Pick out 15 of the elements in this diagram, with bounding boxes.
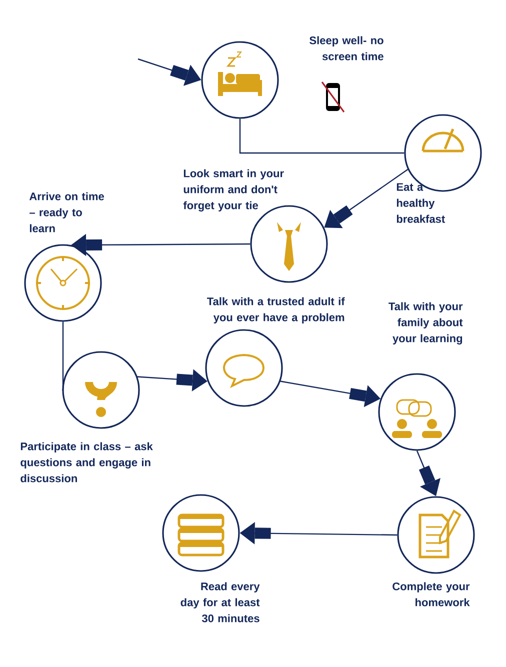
caption-text: Sleep well- no screen time	[310, 36, 384, 60]
caption-text: Complete your homework	[392, 582, 470, 606]
circle	[24, 244, 102, 322]
caption-text: Look smart in your uniform and don't forget your tie	[183, 169, 284, 212]
caption-text: Participate in class – ask questions and engage in discussion	[20, 442, 153, 482]
circle	[397, 496, 475, 574]
caption-text: Read every day for at least 30 minutes	[180, 582, 260, 622]
circle	[62, 351, 140, 429]
caption-text: Talk with your family about your learning	[388, 302, 463, 344]
caption-text: Arrive on time – ready to learn	[29, 192, 104, 232]
caption-text: Talk with a trusted adult if you ever have a problem	[207, 297, 345, 324]
arrow	[324, 168, 408, 228]
circle	[378, 373, 456, 451]
caption-text: Eat a healthy breakfast	[396, 183, 445, 223]
circle	[205, 329, 283, 407]
